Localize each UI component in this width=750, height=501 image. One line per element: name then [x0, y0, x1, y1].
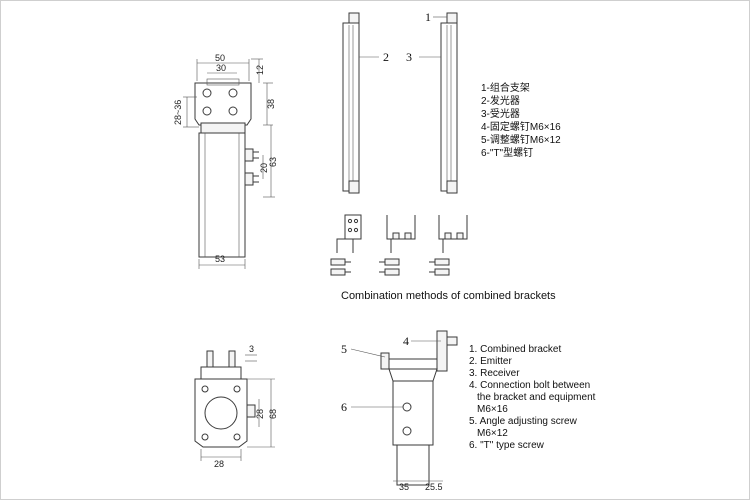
legend-chinese: 1-组合支架 2-发光器 3-受光器 4-固定螺钉M6×16 5-调整螺钉M6×…	[481, 81, 561, 159]
legend-en-item: 1. Combined bracket	[469, 344, 561, 355]
dim-bottom-width: 53	[215, 254, 225, 264]
dim-inner: 28	[255, 409, 265, 419]
legend-en-item: 6. "T" type screw	[469, 440, 545, 451]
emitter-top-bracket	[348, 12, 360, 24]
callout-6: 6	[341, 400, 347, 414]
bolt-head	[244, 172, 254, 186]
bracket-body	[392, 380, 434, 446]
center-hole	[204, 396, 238, 430]
legend-cn-item: 6-"T"型螺钉	[481, 146, 533, 159]
emitter-receiver-view: 2 3 1	[342, 10, 458, 194]
legend-english: 1. Combined bracket 2. Emitter 3. Receiv…	[469, 344, 596, 451]
dim-width-inner: 30	[216, 63, 226, 73]
callout-2: 2	[383, 50, 389, 64]
mount-plate	[436, 330, 448, 372]
legend-en-item: 5. Angle adjusting screw	[469, 416, 578, 427]
callout-3: 3	[406, 50, 412, 64]
receiver-bar	[440, 22, 458, 192]
receiver-top-bracket	[446, 12, 458, 24]
legend-en-item: 4. Connection bolt between	[469, 380, 590, 391]
combination-example-3	[429, 215, 468, 276]
combination-examples	[330, 214, 468, 276]
bracket-side-view: 3 28 68 28	[194, 344, 278, 469]
bracket-plate	[194, 82, 252, 126]
legend-cn-item: 2-发光器	[481, 94, 520, 107]
legend-en-item: the bracket and equipment	[477, 392, 596, 403]
dim-width-outer: 50	[215, 53, 225, 63]
legend-en-item: M6×12	[477, 428, 508, 439]
legend-cn-item: 3-受光器	[481, 107, 520, 120]
legend-cn-item: 1-组合支架	[481, 81, 530, 94]
combination-example-2	[379, 215, 416, 276]
dim-outer: 68	[268, 409, 278, 419]
emitter-bottom-bracket	[348, 180, 360, 194]
bolt-head	[244, 148, 254, 162]
bracket-plate-small	[344, 214, 362, 240]
plate-hole	[228, 88, 238, 98]
dim-top-offset: 12	[255, 65, 265, 75]
legend-en-item: M6×16	[477, 404, 508, 415]
plate-flange	[200, 122, 246, 134]
legend-en-item: 3. Receiver	[469, 368, 520, 379]
plate-hole	[202, 106, 212, 116]
dim-bottom: 28	[214, 459, 224, 469]
callout-5: 5	[341, 342, 347, 356]
dim-bolt-gap: 20	[259, 163, 269, 173]
sensor-body	[198, 132, 246, 258]
emitter-bar	[342, 22, 360, 192]
legend-en-item: 2. Emitter	[469, 356, 512, 367]
plate-hole	[202, 88, 212, 98]
dim-range-left: 28~36	[173, 100, 183, 125]
dim-left: 35	[399, 482, 409, 492]
dim-right: 25.5	[425, 482, 443, 492]
bracket-front-view: 50 30 12 38 63 20	[173, 53, 278, 269]
round-plate-bracket	[194, 378, 248, 448]
callout-4: 4	[403, 334, 409, 348]
legend-cn-item: 4-固定螺钉M6×16	[481, 120, 561, 133]
dim-side-height: 3	[249, 344, 254, 354]
combination-caption: Combination methods of combined brackets	[341, 290, 556, 302]
assembled-bracket-view: 5 4 6 35 25.5	[341, 330, 458, 492]
plate-hole	[228, 106, 238, 116]
combination-example-1	[330, 214, 362, 276]
dim-height-top: 38	[266, 99, 276, 109]
legend-cn-item: 5-调整螺钉M6×12	[481, 133, 561, 146]
receiver-bottom-bracket	[446, 180, 458, 194]
plate-tab	[206, 78, 240, 86]
dim-height-mid: 63	[268, 157, 278, 167]
callout-1: 1	[425, 10, 431, 24]
